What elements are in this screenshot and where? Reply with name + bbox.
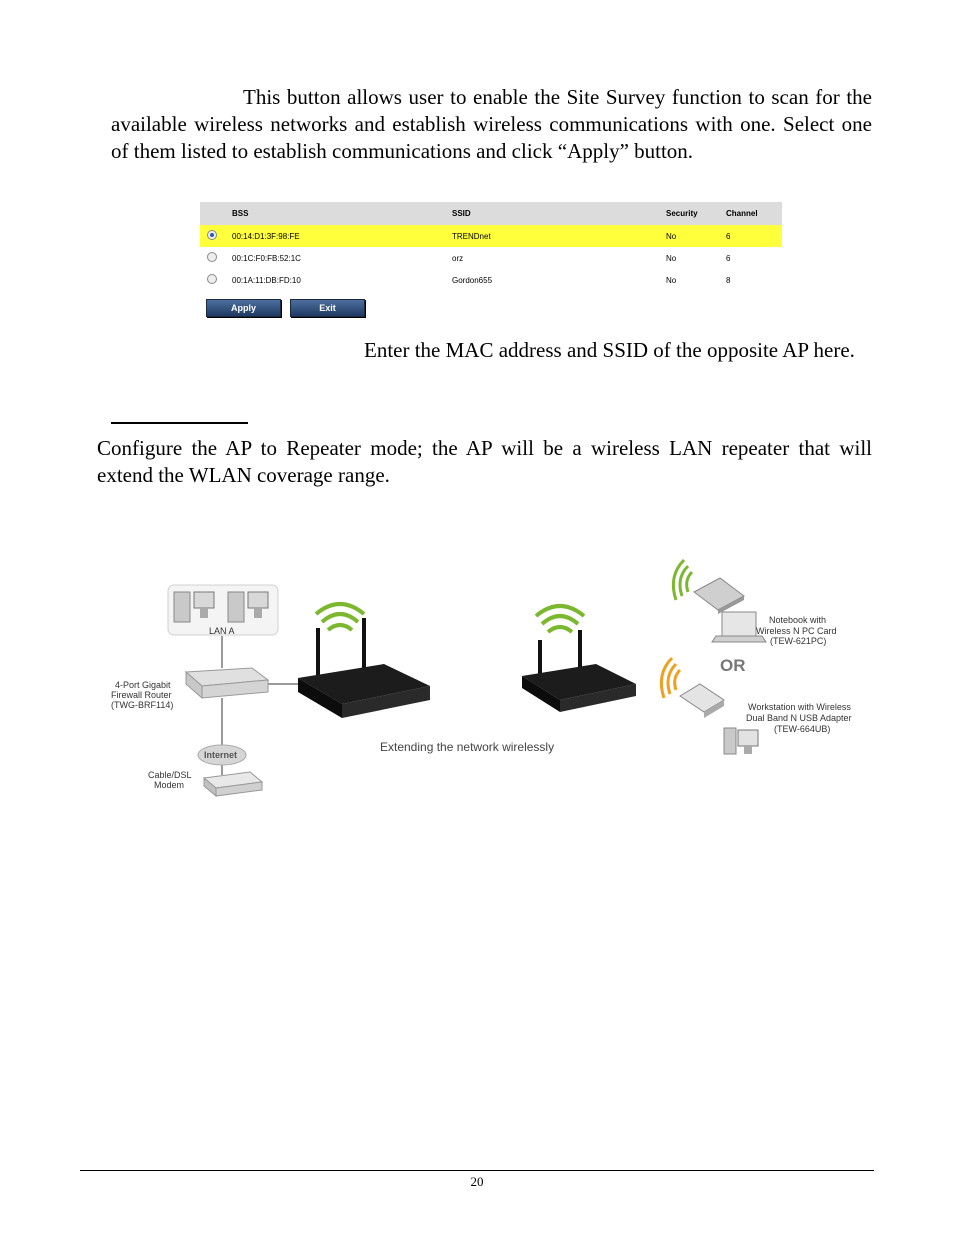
section-heading-rule bbox=[111, 422, 248, 424]
ssid-column-header: SSID bbox=[448, 202, 662, 225]
channel-column-header: Channel bbox=[722, 202, 782, 225]
notebook-label-line2: Wireless N PC Card bbox=[756, 626, 837, 636]
notebook-label-line1: Notebook with bbox=[769, 615, 827, 625]
workstation-label-line1: Workstation with Wireless bbox=[748, 702, 851, 712]
select-column-header bbox=[200, 202, 228, 225]
table-row[interactable]: 00:14:D1:3F:98:FE TRENDnet No 6 bbox=[200, 225, 782, 247]
ssid-cell: orz bbox=[452, 253, 464, 263]
modem-label-line2: Modem bbox=[154, 780, 185, 790]
router-label-line3: (TWG-BRF114) bbox=[111, 700, 174, 710]
site-survey-description: This button allows user to enable the Si… bbox=[111, 85, 872, 163]
table-header-row: BSS SSID Security Channel bbox=[200, 202, 782, 225]
security-column-header: Security bbox=[662, 202, 722, 225]
modem-icon bbox=[202, 771, 264, 798]
network-radio-button[interactable] bbox=[207, 230, 217, 240]
footer-rule bbox=[80, 1170, 874, 1171]
network-radio-button[interactable] bbox=[207, 274, 217, 284]
network-radio-button[interactable] bbox=[207, 252, 217, 262]
or-label: OR bbox=[720, 656, 746, 675]
page-number: 20 bbox=[470, 1174, 484, 1189]
bss-cell: 00:1C:F0:FB:52:1C bbox=[232, 253, 301, 263]
ssid-cell: Gordon655 bbox=[452, 275, 493, 285]
apply-button[interactable]: Apply bbox=[206, 299, 281, 317]
table-row[interactable]: 00:1A:11:DB:FD:10 Gordon655 No 8 bbox=[200, 269, 782, 291]
access-point-2-icon bbox=[522, 630, 636, 712]
notebook-icon bbox=[711, 611, 767, 643]
bss-column-header: BSS bbox=[228, 202, 448, 225]
access-point-1-icon bbox=[298, 618, 430, 718]
channel-cell: 6 bbox=[726, 253, 731, 263]
router-label-line2: Firewall Router bbox=[111, 690, 172, 700]
internet-label: Internet bbox=[204, 750, 238, 760]
exit-button[interactable]: Exit bbox=[290, 299, 365, 317]
lan-a-label: LAN A bbox=[209, 626, 235, 636]
usb-adapter-icon bbox=[679, 683, 725, 718]
repeater-description: Configure the AP to Repeater mode; the A… bbox=[97, 436, 872, 487]
wifi-signal-icon bbox=[671, 558, 694, 601]
workstation-label-line2: Dual Band N USB Adapter bbox=[746, 713, 852, 723]
mac-ssid-description: Enter the MAC address and SSID of the op… bbox=[364, 338, 855, 362]
channel-cell: 8 bbox=[726, 275, 731, 285]
ssid-cell: TRENDnet bbox=[448, 225, 662, 247]
wifi-signal-icon bbox=[659, 656, 682, 699]
modem-label-line1: Cable/DSL bbox=[148, 770, 192, 780]
wifi-signal-icon bbox=[534, 604, 586, 634]
firewall-router-icon bbox=[184, 667, 270, 700]
internet-cloud-icon bbox=[197, 744, 247, 766]
diagram-caption: Extending the network wirelessly bbox=[380, 740, 555, 754]
site-survey-table: BSS SSID Security Channel 00:14:D1:3F:98… bbox=[200, 202, 782, 317]
security-cell: No bbox=[666, 253, 677, 263]
pc-card-icon bbox=[693, 577, 745, 614]
security-cell: No bbox=[662, 225, 722, 247]
bss-cell: 00:1A:11:DB:FD:10 bbox=[232, 275, 301, 285]
lan-a-computers-icon bbox=[167, 584, 279, 636]
bss-cell: 00:14:D1:3F:98:FE bbox=[228, 225, 448, 247]
router-label-line1: 4-Port Gigabit bbox=[115, 680, 171, 690]
channel-cell: 6 bbox=[722, 225, 782, 247]
table-row[interactable]: 00:1C:F0:FB:52:1C orz No 6 bbox=[200, 247, 782, 269]
security-cell: No bbox=[666, 275, 677, 285]
workstation-icon bbox=[723, 727, 759, 755]
wifi-signal-icon bbox=[314, 602, 366, 632]
workstation-label-line3: (TEW-664UB) bbox=[774, 724, 831, 734]
notebook-label-line3: (TEW-621PC) bbox=[770, 636, 827, 646]
